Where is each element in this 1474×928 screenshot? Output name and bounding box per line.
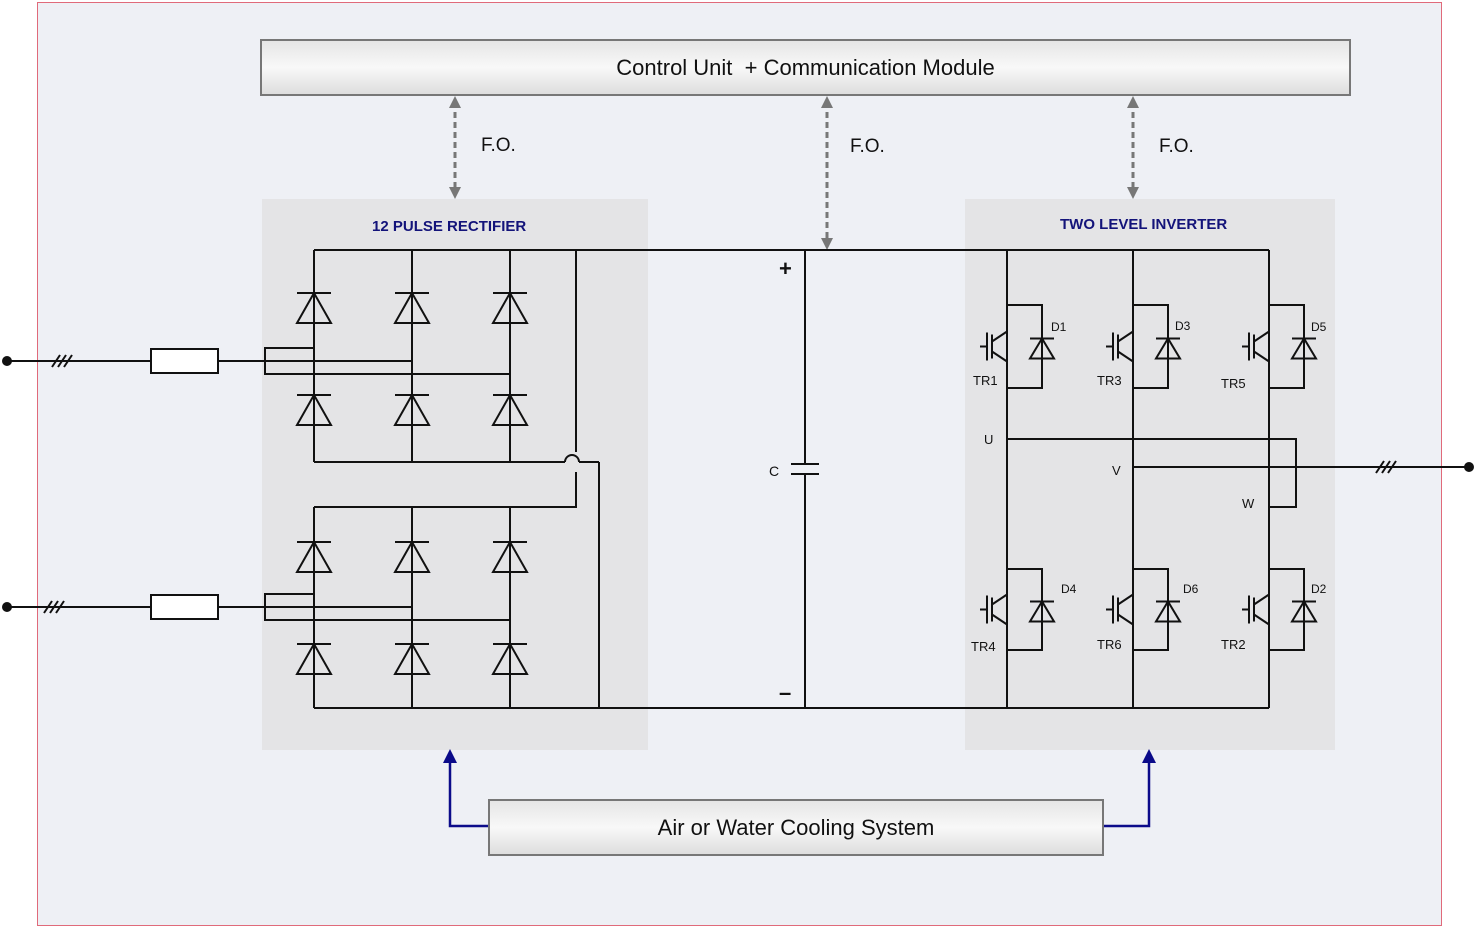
transistor-label-tr2: TR2 [1221, 637, 1246, 652]
ac-input-2-fuse [150, 594, 219, 620]
phase-label-v: V [1112, 463, 1121, 478]
wiring [2, 249, 1474, 709]
ac-input-1-fuse [150, 348, 219, 374]
cooling-system-box: Air or Water Cooling System [488, 799, 1104, 856]
diode-label-d1: D1 [1051, 320, 1067, 334]
ac-output-three-phase-mark [1387, 460, 1397, 474]
inverter-panel [965, 199, 1335, 750]
phase-u-w-link [1007, 438, 1297, 508]
cooling-arrows [443, 749, 1156, 828]
igbt-emitter [991, 613, 1008, 626]
freewheel-diode [1290, 336, 1318, 360]
igbt-collector [991, 330, 1008, 343]
cooling-system-label: Air or Water Cooling System [657, 814, 935, 840]
diode-label-d4: D4 [1061, 582, 1077, 596]
diode-label-d5: D5 [1311, 320, 1327, 334]
freewheel-loop [1133, 304, 1169, 389]
ac-input-2-three-phase-mark [49, 600, 59, 614]
rectifier-title: 12 PULSE RECTIFIER [372, 218, 527, 235]
cooling-arrow-rectifier [443, 749, 488, 828]
phase-label-w: W [1242, 496, 1255, 511]
freewheel-loop [1007, 568, 1043, 651]
ac-output-three-phase-mark [1375, 460, 1385, 474]
rectifier-panel [262, 199, 648, 750]
igbt-collector [1117, 593, 1134, 606]
inverter-title: TWO LEVEL INVERTER [1060, 216, 1228, 233]
ac-input-2-three-phase-mark [55, 600, 65, 614]
dc-plus-label: + [779, 256, 792, 281]
control-unit-box: Control Unit + Communication Module [260, 39, 1351, 96]
ac-output-terminal [1464, 462, 1474, 472]
transistor-label-tr6: TR6 [1097, 637, 1122, 652]
freewheel-loop [1007, 304, 1043, 389]
fo-label-right: F.O. [1159, 136, 1194, 157]
freewheel-diode [1154, 599, 1182, 623]
ac-input-1-three-phase-mark [51, 354, 61, 368]
ac-output-three-phase-mark [1381, 460, 1391, 474]
igbt-emitter [991, 350, 1008, 363]
control-unit-label: Control Unit + Communication Module [616, 54, 995, 80]
phase-label-u: U [984, 432, 994, 447]
bridge1-upper-diode-0 [295, 290, 333, 324]
diode-label-d6: D6 [1183, 582, 1199, 596]
freewheel-diode [1028, 336, 1056, 360]
ac-input-1-three-phase-mark [63, 354, 73, 368]
freewheel-loop [1269, 304, 1305, 389]
bridge1-lower-diode-2 [491, 392, 529, 426]
bridge1-lower-diode-0 [295, 392, 333, 426]
ac-input-2-three-phase-mark [43, 600, 53, 614]
cooling-arrow-inverter [1104, 749, 1156, 828]
igbt-collector [1253, 330, 1270, 343]
freewheel-loop [1269, 568, 1305, 651]
bridge1-lower-diode-1 [393, 392, 431, 426]
transistor-label-tr5: TR5 [1221, 376, 1246, 391]
bridge2-positive-lead [314, 472, 577, 508]
transistor-label-tr4: TR4 [971, 639, 996, 654]
fo-label-mid: F.O. [850, 136, 885, 157]
bridge2-upper-diode-2 [491, 539, 529, 573]
capacitor-label: C [769, 463, 780, 479]
ac-input-1-three-phase-mark [57, 354, 67, 368]
freewheel-loop [1133, 568, 1169, 651]
igbt-emitter [1253, 350, 1270, 363]
fiber-optic-links [449, 96, 1139, 250]
igbt-collector [1253, 593, 1270, 606]
igbt-collector [991, 593, 1008, 606]
igbt-emitter [1253, 613, 1270, 626]
bridge2-lower-diode-0 [295, 641, 333, 675]
bridge2-upper-diode-1 [393, 539, 431, 573]
diode-label-d2: D2 [1311, 582, 1327, 596]
igbt-emitter [1117, 350, 1134, 363]
transistor-label-tr1: TR1 [973, 373, 998, 388]
igbt-collector [1117, 330, 1134, 343]
bridge1-upper-diode-2 [491, 290, 529, 324]
wire-crossover [564, 454, 580, 463]
bridge2-upper-diode-0 [295, 539, 333, 573]
transistor-label-tr3: TR3 [1097, 373, 1122, 388]
dc-minus-label: – [779, 680, 792, 705]
bridge2-lower-diode-1 [393, 641, 431, 675]
freewheel-diode [1154, 336, 1182, 360]
fo-label-left: F.O. [481, 135, 516, 156]
diode-label-d3: D3 [1175, 319, 1191, 333]
bridge1-upper-diode-1 [393, 290, 431, 324]
igbt-emitter [1117, 613, 1134, 626]
freewheel-diode [1290, 599, 1318, 623]
bridge2-lower-diode-2 [491, 641, 529, 675]
freewheel-diode [1028, 599, 1056, 623]
